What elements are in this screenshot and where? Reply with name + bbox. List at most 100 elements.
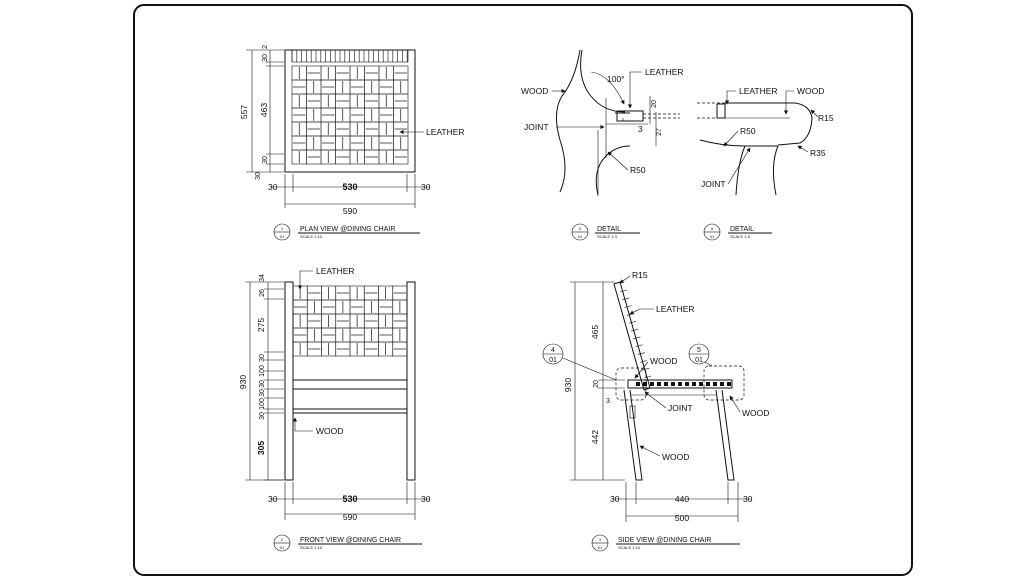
svg-text:5: 5 [697, 347, 701, 354]
svg-text:01: 01 [695, 357, 703, 364]
side-label-wood-b: WOOD [742, 408, 769, 418]
front-dim-100-b: 100 [259, 398, 266, 410]
svg-text:01: 01 [710, 234, 715, 239]
front-dim-30-b: 30 [259, 380, 266, 388]
side-dim-20: 20 [593, 380, 600, 388]
plan-dim-463: 463 [259, 103, 269, 117]
front-dim-530: 530 [342, 494, 357, 504]
side-callout-detail-4[interactable]: 4 01 [542, 343, 617, 381]
svg-text:1: 1 [281, 226, 284, 231]
svg-text:5: 5 [711, 226, 714, 231]
svg-text:3: 3 [599, 537, 602, 542]
front-dim-30-c: 30 [259, 389, 266, 397]
svg-text:01: 01 [280, 234, 285, 239]
plan-dim-590: 590 [343, 206, 357, 216]
front-dim-30-a: 30 [259, 354, 266, 362]
svg-text:01: 01 [598, 545, 603, 550]
detail5-label-r15: R15 [818, 113, 834, 123]
side-dim-465: 465 [590, 325, 600, 339]
side-label-wood-a: WOOD [650, 356, 677, 366]
plan-view-title-text: PLAN VIEW @DINING CHAIR [300, 226, 395, 233]
front-view-title-text: FRONT VIEW @DINING CHAIR [300, 537, 401, 544]
svg-text:SCALE 1:3: SCALE 1:3 [730, 234, 751, 239]
plan-label-leather: LEATHER [426, 127, 465, 137]
svg-text:01: 01 [280, 545, 285, 550]
side-dim-440: 440 [675, 494, 689, 504]
front-dim-100-a: 100 [259, 365, 266, 377]
detail5-label-wood: WOOD [797, 86, 824, 96]
plan-dim-2: 2 [262, 45, 269, 49]
front-dim-30-d: 30 [259, 412, 266, 420]
side-dim-30-front: 30 [610, 494, 620, 504]
plan-dim-30-top: 30 [262, 54, 269, 62]
svg-text:4: 4 [551, 347, 555, 354]
detail4-dim-3: 3 [638, 124, 643, 134]
plan-dim-30-left: 30 [268, 182, 278, 192]
detail4-label-angle: 100° [607, 74, 625, 84]
side-view: 930 465 20 3 442 30 440 30 500 R15 LEATH… [542, 270, 769, 552]
svg-text:4: 4 [579, 226, 582, 231]
svg-text:SCALE 1:10: SCALE 1:10 [618, 545, 641, 550]
side-dim-500: 500 [675, 513, 689, 523]
plan-view: 557 30 2 463 30 30 30 530 30 590 LEATHER… [239, 45, 465, 241]
front-dim-590: 590 [343, 512, 357, 522]
front-view: 930 34 26 275 30 100 30 30 100 30 305 30… [238, 266, 431, 552]
detail4-dim-27: 27 [656, 128, 663, 136]
svg-text:01: 01 [549, 357, 557, 364]
svg-text:SCALE 1:3: SCALE 1:3 [597, 234, 618, 239]
front-label-leather: LEATHER [316, 266, 355, 276]
detail5-label-leather: LEATHER [739, 86, 778, 96]
svg-text:2: 2 [281, 537, 284, 542]
side-label-wood-c: WOOD [662, 452, 689, 462]
side-view-title-text: SIDE VIEW @DINING CHAIR [618, 537, 711, 544]
detail5-label-joint: JOINT [701, 179, 726, 189]
plan-dim-30-bottom: 30 [255, 172, 262, 180]
plan-dim-30-mid: 30 [262, 156, 269, 164]
side-dim-442: 442 [590, 430, 600, 444]
detail-4: WOOD JOINT 100° LEATHER 20 3 27 R50 4 01… [521, 49, 684, 241]
front-dim-930: 930 [238, 375, 248, 389]
detail4-label-r50: R50 [630, 165, 646, 175]
side-dim-30-back: 30 [743, 494, 753, 504]
front-dim-30-left: 30 [268, 494, 278, 504]
detail4-title: 4 01 DETAIL SCALE 1:3 [571, 223, 640, 241]
front-dim-30-right: 30 [421, 494, 431, 504]
side-dim-3: 3 [606, 398, 610, 405]
front-label-wood: WOOD [316, 426, 343, 436]
plan-dim-30-right: 30 [421, 182, 431, 192]
detail4-label-joint: JOINT [524, 122, 549, 132]
plan-leather-weave [292, 66, 408, 164]
side-seat-slats [636, 382, 731, 386]
detail5-title: 5 01 DETAIL SCALE 1:3 [703, 223, 772, 241]
side-view-title: 3 01 SIDE VIEW @DINING CHAIR SCALE 1:10 [591, 534, 740, 552]
detail4-label-leather: LEATHER [645, 67, 684, 77]
sheet-border [133, 4, 913, 576]
front-dim-26: 26 [259, 289, 266, 297]
detail4-dim-20: 20 [651, 100, 658, 108]
side-label-r15: R15 [632, 270, 648, 280]
svg-text:SCALE 1:10: SCALE 1:10 [300, 234, 323, 239]
front-view-title: 2 01 FRONT VIEW @DINING CHAIR SCALE 1:10 [273, 534, 422, 552]
detail-5: LEATHER WOOD R15 R50 R35 JOINT 5 01 DETA… [697, 86, 834, 241]
detail4-label-wood: WOOD [521, 86, 548, 96]
plan-dim-530: 530 [342, 182, 357, 192]
side-label-leather: LEATHER [656, 304, 695, 314]
side-label-joint: JOINT [668, 403, 693, 413]
detail5-label-r35: R35 [810, 148, 826, 158]
plan-top-slats [291, 50, 408, 62]
svg-text:01: 01 [578, 234, 583, 239]
plan-view-title: 1 01 PLAN VIEW @DINING CHAIR SCALE 1:10 [273, 223, 420, 241]
detail5-label-r50: R50 [740, 126, 756, 136]
front-dim-275: 275 [256, 318, 266, 332]
plan-dim-557: 557 [239, 105, 249, 119]
front-leather-weave [293, 286, 407, 356]
side-dim-930: 930 [563, 378, 573, 392]
side-callout-detail-5[interactable]: 5 01 [688, 343, 713, 367]
svg-text:SCALE 1:10: SCALE 1:10 [300, 545, 323, 550]
side-backrest-slats [620, 289, 652, 379]
detail5-title-text: DETAIL [730, 226, 754, 233]
front-dim-34: 34 [259, 274, 266, 282]
front-dim-305: 305 [256, 441, 266, 455]
detail4-title-text: DETAIL [597, 226, 621, 233]
